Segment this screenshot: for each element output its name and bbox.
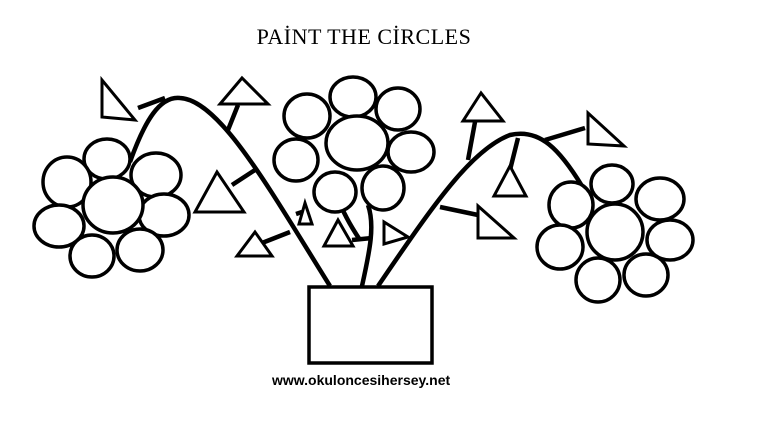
paint-circle xyxy=(386,130,436,174)
branch-left-low xyxy=(230,168,257,187)
worksheet-title: PAİNT THE CİRCLES xyxy=(256,24,472,49)
paint-circle xyxy=(645,218,695,262)
website-url: www.okuloncesihersey.net xyxy=(272,372,451,388)
branch-right-mid xyxy=(439,204,479,218)
paint-circle xyxy=(81,175,145,235)
triangle-leaf xyxy=(476,202,518,240)
paint-circle xyxy=(360,164,406,212)
paint-circle xyxy=(324,114,390,172)
paint-circle xyxy=(589,163,635,205)
paint-circle xyxy=(535,223,585,271)
branch-left-top xyxy=(137,95,166,111)
paint-circle xyxy=(312,170,358,214)
paint-circle xyxy=(574,256,622,304)
stems xyxy=(127,95,586,288)
branch-center-right xyxy=(351,235,373,243)
paint-circle xyxy=(328,75,378,119)
paint-circle xyxy=(585,202,645,262)
branch-right-leaf xyxy=(507,137,521,171)
flower-pot xyxy=(307,285,434,365)
paint-circle xyxy=(547,180,595,230)
paint-circle xyxy=(622,252,670,298)
triangle-leaf xyxy=(586,109,629,148)
triangle-leaf xyxy=(321,216,356,248)
triangle-leaf xyxy=(216,75,272,106)
center-flower xyxy=(272,75,436,214)
right-flower xyxy=(535,163,695,304)
branch-right-top xyxy=(465,121,478,161)
left-stem xyxy=(127,95,332,288)
left-flower xyxy=(32,137,191,279)
paint-circle xyxy=(374,86,422,132)
paint-circle xyxy=(68,233,116,279)
paint-circle xyxy=(272,137,320,183)
triangle-leaf xyxy=(100,75,139,122)
triangle-leaf xyxy=(382,219,412,246)
triangle-leaf xyxy=(460,90,507,123)
paint-circle xyxy=(634,176,686,222)
triangle-leaf xyxy=(192,169,247,214)
triangle-leaf xyxy=(297,197,315,226)
branch-center-low xyxy=(261,229,291,246)
triangle-leaf xyxy=(491,162,529,198)
right-stem xyxy=(376,131,584,288)
triangle-leaf xyxy=(234,229,275,258)
branch-right-far xyxy=(544,125,586,143)
paint-circle xyxy=(115,227,165,273)
paint-circle xyxy=(282,92,332,140)
triangle-leaves xyxy=(100,75,629,258)
paint-circle xyxy=(32,203,86,249)
center-stem xyxy=(359,204,374,287)
branch-left-mid xyxy=(225,104,241,131)
